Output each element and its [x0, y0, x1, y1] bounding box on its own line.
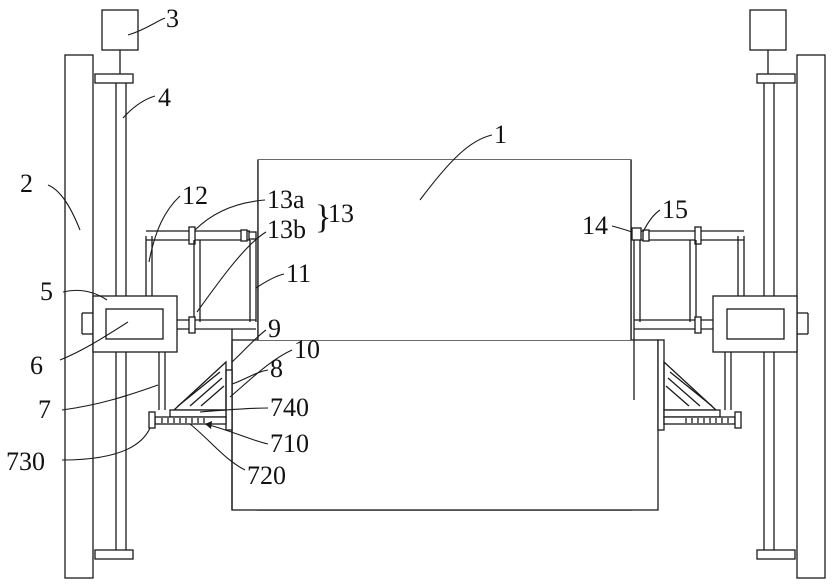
label-1: 1: [494, 120, 507, 149]
leader-12: [149, 196, 180, 262]
label-14: 14: [582, 211, 608, 240]
label-720: 720: [247, 461, 286, 490]
label-8: 8: [270, 354, 283, 383]
right-column: [797, 55, 825, 578]
left-rail-bottom-collar: [95, 550, 133, 559]
label-7: 7: [38, 395, 51, 424]
label-730: 730: [6, 447, 45, 476]
label-740: 740: [270, 393, 309, 422]
label-13a: 13a: [267, 185, 305, 214]
lower-frame: [232, 340, 658, 510]
label-5: 5: [40, 277, 53, 306]
label-11: 11: [286, 259, 311, 288]
label-4: 4: [158, 83, 171, 112]
left-slider-inner: [106, 309, 163, 339]
left-column: [65, 55, 93, 578]
left-motor: [102, 10, 138, 50]
label-2: 2: [20, 169, 33, 198]
leader-15: [643, 210, 660, 232]
label-15: 15: [662, 195, 688, 224]
label-710: 710: [270, 429, 309, 458]
left-rail-top-collar: [95, 74, 133, 83]
leader-4: [123, 96, 155, 118]
label-13: 13: [328, 199, 354, 228]
label-10: 10: [294, 335, 320, 364]
label-12: 12: [182, 181, 208, 210]
label-13b: 13b: [267, 215, 306, 244]
main-body-inner: [258, 160, 631, 340]
label-6: 6: [30, 351, 43, 380]
label-3: 3: [166, 4, 179, 33]
label-9: 9: [268, 314, 281, 343]
right-motor: [750, 10, 786, 50]
